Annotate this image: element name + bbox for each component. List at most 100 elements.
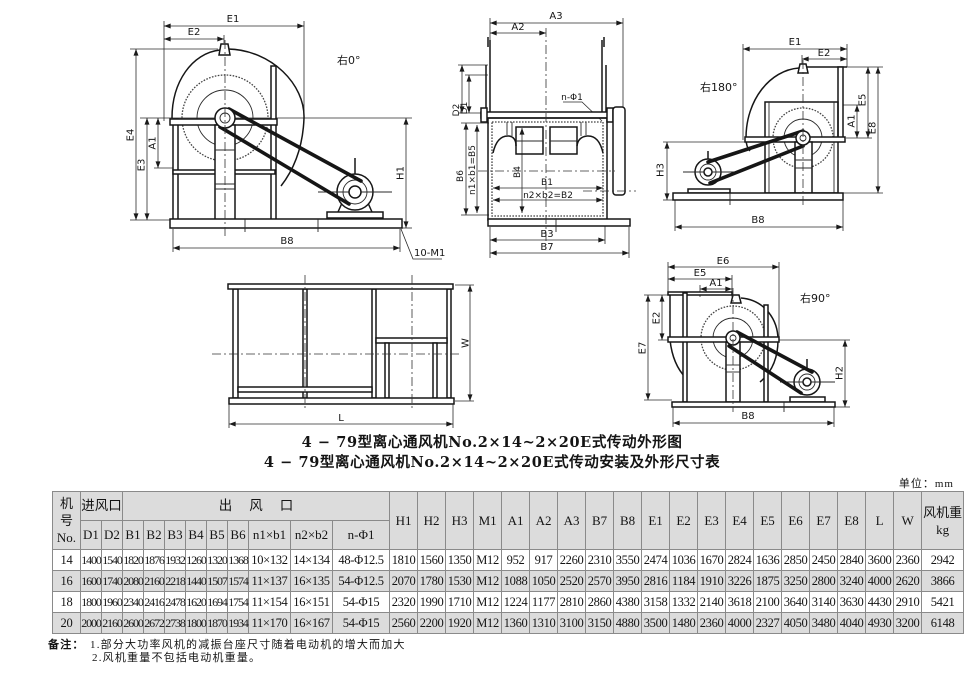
col-header-b3: B3 <box>164 520 186 550</box>
cell-w: 2620 <box>893 570 923 592</box>
col-header-d1: D1 <box>80 520 102 550</box>
cell-n2xb2: 14×134 <box>290 549 333 571</box>
cell-b1: 2340 <box>122 591 144 613</box>
cell-b4: 1620 <box>185 591 207 613</box>
note-line-2: 2.风机重量不包括电动机重量。 <box>48 652 406 665</box>
cell-h1: 2560 <box>389 612 419 634</box>
cell-b3: 2738 <box>164 612 186 634</box>
view-right-0: E1 E2 E4 E3 A1 H1 B8 10-M1 右0° <box>126 14 445 260</box>
cell-e5: 1875 <box>753 570 783 592</box>
base-plate <box>672 192 844 201</box>
v-belt-part <box>227 107 363 183</box>
note-line-1: 备注：1.部分大功率风机的减振台座尺寸随着电动机的增大而加大 <box>48 639 406 652</box>
cell-e2: 1332 <box>669 591 699 613</box>
dim-label-b3: B3 <box>540 229 553 240</box>
outlet-duct <box>485 37 607 113</box>
cell-h1: 2070 <box>389 570 419 592</box>
cell-b7: 2310 <box>585 549 615 571</box>
col-header-b6: B6 <box>227 520 249 550</box>
cell-e5: 2327 <box>753 612 783 634</box>
cell-a2: 917 <box>529 549 559 571</box>
dimension-lines <box>458 18 630 258</box>
cell-a1: 1224 <box>501 591 531 613</box>
cell-e5: 1636 <box>753 549 783 571</box>
dim-label-b1: B1 <box>541 178 553 188</box>
dim-label-a2: A2 <box>511 22 524 33</box>
view-right-90: E6 E5 A1 E2 E7 H2 B8 右90° <box>638 256 850 427</box>
cell-b7: 2860 <box>585 591 615 613</box>
orientation-label: 右180° <box>700 80 738 94</box>
inlet-cones-part <box>576 135 604 154</box>
dim-label-a1: A1 <box>847 114 858 127</box>
model-no-header-line: 机 <box>59 496 73 511</box>
orientation-label: 右90° <box>800 291 831 305</box>
dimension-lines <box>644 262 850 427</box>
col-header-n-phi1: n-Φ1 <box>331 520 391 550</box>
cell-n1xb1: 10×132 <box>248 549 291 571</box>
inlet-cones <box>492 122 604 155</box>
base-plate <box>671 401 836 408</box>
cell-b2: 2160 <box>143 570 165 592</box>
dim-label-d2: D2 <box>452 104 462 117</box>
cell-a3: 3100 <box>557 612 587 634</box>
cell-model-no: 14 <box>52 549 81 571</box>
col-header-e3: E3 <box>697 491 727 550</box>
motor-pulley <box>802 377 812 387</box>
cell-e3: 1910 <box>697 570 727 592</box>
cell-b8: 4380 <box>613 591 643 613</box>
dim-label-d1: D1 <box>460 102 470 115</box>
cell-d2: 2160 <box>101 612 123 634</box>
cell-h3: 1530 <box>445 570 475 592</box>
fan-casing-part <box>487 117 608 221</box>
cell-a2: 1050 <box>529 570 559 592</box>
cell-d1: 1400 <box>80 549 102 571</box>
cell-e5: 2100 <box>753 591 783 613</box>
orientation-label: 右0° <box>337 53 361 67</box>
dim-label-b2: n2×b2=B2 <box>523 191 573 201</box>
col-header-b2: B2 <box>143 520 165 550</box>
cell-b1: 1820 <box>122 549 144 571</box>
fan-housing-part <box>227 48 305 187</box>
motor-pulley <box>703 167 713 177</box>
v-belt <box>706 129 805 185</box>
cell-b4: 1260 <box>185 549 207 571</box>
cell-b3: 1932 <box>164 549 186 571</box>
v-belt-part <box>735 330 814 374</box>
col-header-n2xb2: n2×b2 <box>290 520 333 550</box>
cell-model-no: 18 <box>52 591 81 613</box>
frame-members-part <box>227 283 454 290</box>
cell-b7: 2570 <box>585 570 615 592</box>
inlet-cones-part <box>492 135 517 154</box>
cell-b8: 4880 <box>613 612 643 634</box>
frame-members-part <box>384 342 390 399</box>
v-belt <box>727 330 814 395</box>
col-header-b8: B8 <box>613 491 643 550</box>
cell-a1: 952 <box>501 549 531 571</box>
cell-e4: 4000 <box>725 612 755 634</box>
dim-label-e4: E4 <box>126 129 137 142</box>
dim-label-b4: B4 <box>513 166 523 178</box>
col-header-b4: B4 <box>185 520 207 550</box>
hole-spec-label: n-Φ1 <box>561 93 583 103</box>
col-header-e1: E1 <box>641 491 671 550</box>
dim-label-a1: A1 <box>709 278 722 289</box>
cell-w: 3200 <box>893 612 923 634</box>
outlet-flange <box>218 43 231 56</box>
col-header-e6: E6 <box>781 491 811 550</box>
cell-e6: 3250 <box>781 570 811 592</box>
cell-model-no: 16 <box>52 570 81 592</box>
cell-h3: 1710 <box>445 591 475 613</box>
dimension-lines <box>228 284 474 428</box>
bolt-spec-label: 10-M1 <box>414 248 445 259</box>
support-frame-part <box>763 304 769 403</box>
frame-members-part <box>228 397 455 405</box>
support-frame-part <box>270 65 277 221</box>
cell-b5: 1694 <box>206 591 228 613</box>
cell-e3: 1670 <box>697 549 727 571</box>
cell-w: 2360 <box>893 549 923 571</box>
